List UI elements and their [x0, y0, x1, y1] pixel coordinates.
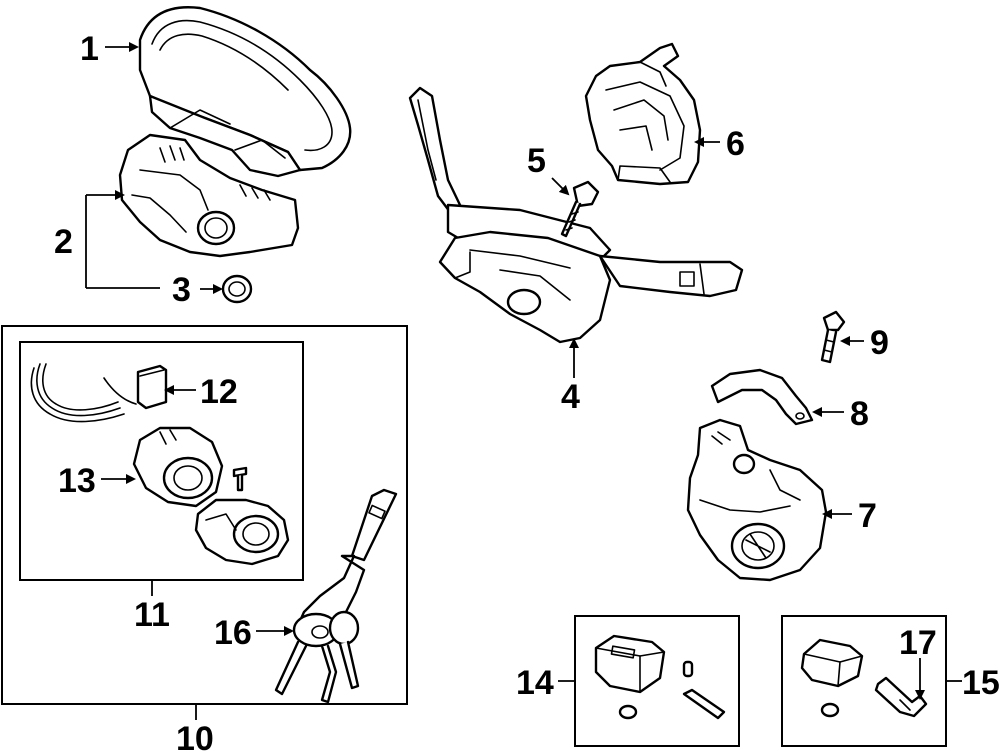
callout-labels: 1 2 3 4 5 6 7 8 9 10 11 12 13 14 15 16 1… [54, 30, 1000, 752]
callout-11: 11 [134, 596, 170, 634]
callout-9: 9 [870, 324, 889, 362]
callout-14: 14 [516, 664, 554, 702]
part-6-clock-spring [584, 42, 702, 186]
part-4-combination-switch [408, 86, 744, 344]
part-5-bolt [560, 180, 600, 238]
callout-4: 4 [561, 378, 580, 416]
box-10-kit [1, 325, 408, 705]
part-15-transmitter [800, 638, 864, 718]
callout-8: 8 [850, 395, 869, 433]
part-3-ring [221, 274, 253, 304]
part-17-key-blank [874, 676, 928, 718]
callout-1: 1 [80, 30, 99, 68]
callout-2: 2 [54, 223, 73, 261]
callout-17: 17 [899, 624, 937, 662]
part-16-key [274, 488, 398, 704]
part-9-shear-bolt [820, 310, 846, 364]
callout-12: 12 [200, 373, 238, 411]
part-7-lock-housing [686, 418, 828, 582]
box-11-kit [19, 341, 304, 581]
callout-13: 13 [58, 462, 96, 500]
callout-10: 10 [176, 720, 214, 752]
part-13-lock-cylinder [132, 426, 224, 508]
part-8-clamp [710, 368, 814, 426]
leader-lines [85, 42, 962, 720]
part-14-transmitter [594, 634, 726, 720]
part-12-harness [30, 363, 168, 423]
callout-16: 16 [214, 614, 252, 652]
part-13-screw [232, 466, 248, 492]
callout-15: 15 [962, 664, 1000, 702]
part-2-column-shroud [118, 133, 300, 258]
callout-7: 7 [858, 497, 877, 535]
callout-5: 5 [527, 142, 546, 180]
callout-6: 6 [726, 125, 745, 163]
callout-3: 3 [172, 271, 191, 309]
part-1-cluster-hood [138, 6, 352, 178]
part-13-lock-housing-lower [194, 498, 290, 566]
